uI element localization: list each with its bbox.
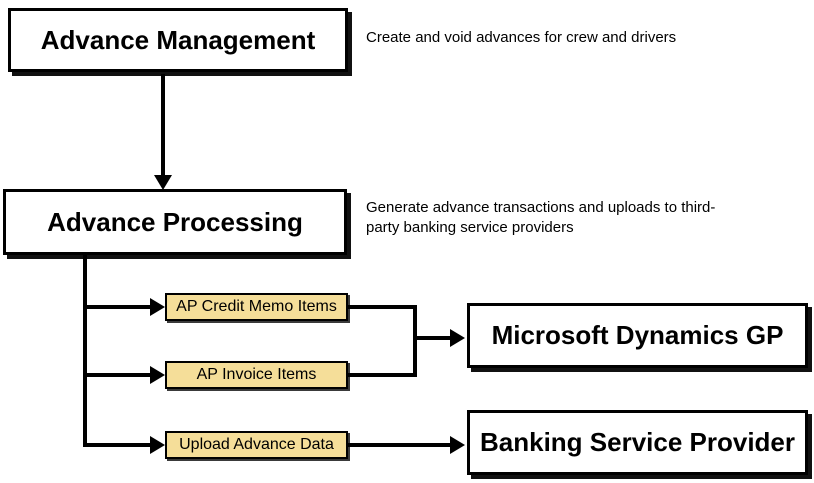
node-ap-credit-memo-items: AP Credit Memo Items [165,293,348,321]
node-ap-invoice-items-label: AP Invoice Items [196,366,317,383]
node-advance-processing-label: Advance Processing [47,206,303,237]
connector-to-upload-data [85,443,150,447]
connector-invoice-items-out [348,373,417,377]
connector-credit-memo-out [348,305,417,309]
connector-to-banking-provider [348,443,450,447]
node-banking-service-provider-label: Banking Service Provider [479,427,796,457]
connector-merge-vertical [413,305,417,377]
connector-management-to-processing [161,74,165,176]
arrow-right-icon [150,366,165,384]
node-advance-management: Advance Management [8,8,348,72]
node-ap-invoice-items: AP Invoice Items [165,361,348,389]
node-advance-management-label: Advance Management [40,24,316,55]
node-ap-credit-memo-items-label: AP Credit Memo Items [176,298,337,315]
connector-to-dynamics-gp [417,336,450,340]
node-upload-advance-data-label: Upload Advance Data [179,436,334,453]
arrow-right-icon [150,436,165,454]
connector-to-credit-memo [85,305,150,309]
node-banking-service-provider: Banking Service Provider [467,410,808,475]
connector-to-invoice-items [85,373,150,377]
connector-processing-trunk [83,255,87,447]
node-microsoft-dynamics-gp-label: Microsoft Dynamics GP [491,320,784,350]
node-microsoft-dynamics-gp: Microsoft Dynamics GP [467,303,808,368]
advance-management-description: Create and void advances for crew and dr… [366,29,677,46]
node-advance-processing: Advance Processing [3,189,347,255]
advance-processing-description: Generate advance transactions and upload… [366,199,716,237]
arrow-right-icon [150,298,165,316]
node-upload-advance-data: Upload Advance Data [165,431,348,459]
arrow-down-icon [154,175,172,190]
arrow-right-icon [450,329,465,347]
arrow-right-icon [450,436,465,454]
